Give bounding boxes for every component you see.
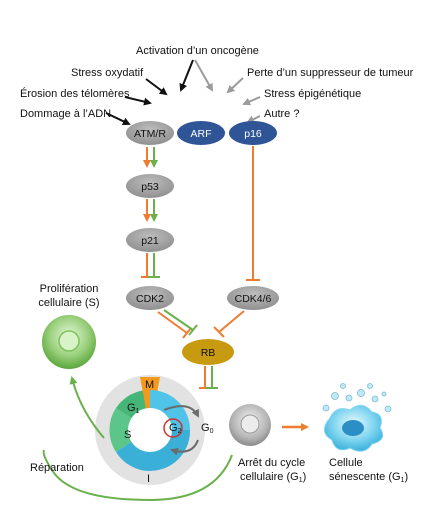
cycle-g2-label: G2 <box>169 422 182 435</box>
arrow-oncogene-arf <box>194 59 213 92</box>
cycle-m-label: M <box>145 379 154 391</box>
inhibit-cdk2-rb-green-bar <box>188 324 198 336</box>
arrest-label-1: Arrêt du cycle <box>238 457 305 469</box>
cell-cycle-wheel: M G1 S I G2 G0 <box>95 375 214 485</box>
inhibit-cdk2-rb-orange <box>157 311 188 334</box>
arrow-from-g0 <box>170 439 199 456</box>
inhibit-cdk46-rb <box>218 310 245 333</box>
senescent-label-2: sénescente (G1) <box>329 471 408 484</box>
g2-checkpoint-ring <box>163 418 183 438</box>
arrow-telomere <box>124 96 152 106</box>
inhibit-cdk2-rb-orange-bar <box>182 327 192 339</box>
inhibit-cdk2-rb-green <box>163 309 194 331</box>
cycle-i-label: I <box>147 473 150 485</box>
node-p53 <box>126 174 174 198</box>
cycle-s-label: S <box>124 429 131 441</box>
arrow-dna <box>105 112 131 126</box>
arrow-oncogene-atm <box>179 59 194 92</box>
node-p21 <box>126 228 174 252</box>
stimulus-oncogene: Activation d’un oncogène <box>136 45 259 57</box>
node-rb-label: RB <box>201 347 216 359</box>
arrested-cell-nucleus <box>240 414 260 434</box>
arrest-label-2: cellulaire (G1) <box>240 471 306 484</box>
stimulus-other: Autre ? <box>264 108 299 120</box>
senescent-cell <box>322 383 392 452</box>
node-arf-label: ARF <box>191 128 212 140</box>
arrow-cycle-to-proliferation <box>69 376 105 439</box>
stimulus-epigenetic-stress: Stress épigénétique <box>264 88 361 100</box>
node-rb <box>182 339 234 365</box>
arrow-to-g0 <box>163 405 199 418</box>
proliferation-label-1: Prolifération <box>40 283 99 295</box>
stimulus-dna-damage: Dommage à l’ADN <box>20 108 111 120</box>
node-cdk2 <box>126 286 174 310</box>
node-p21-label: p21 <box>141 235 159 247</box>
node-cdk46 <box>227 286 279 310</box>
arrow-other <box>246 115 261 123</box>
arrow-oxidative <box>145 78 168 96</box>
stimulus-telomere-erosion: Érosion des télomères <box>20 87 130 100</box>
node-p16 <box>229 121 277 145</box>
node-p53-label: p53 <box>141 181 159 193</box>
arrow-epigenetic <box>242 96 261 106</box>
proliferating-cell-nucleus <box>58 330 80 352</box>
arrow-suppressor <box>226 77 244 94</box>
node-atm <box>126 121 174 145</box>
node-atm-label: ATM/R <box>134 128 166 140</box>
cycle-g0-label: G0 <box>201 422 214 435</box>
proliferation-label-2: cellulaire (S) <box>38 297 99 309</box>
cycle-g1-label: G1 <box>127 402 140 415</box>
node-p16-label: p16 <box>244 128 262 140</box>
node-cdk46-label: CDK4/6 <box>235 293 272 305</box>
arrow-repair <box>42 449 233 502</box>
inhibit-cdk46-rb-bar <box>213 326 225 338</box>
node-arf <box>177 121 225 145</box>
senescent-label-1: Cellule <box>329 457 363 469</box>
stimulus-oxidative-stress: Stress oxydatif <box>71 67 144 79</box>
repair-label: Réparation <box>30 462 84 474</box>
stimulus-tumor-suppressor-loss: Perte d’un suppresseur de tumeur <box>247 67 414 79</box>
node-cdk2-label: CDK2 <box>136 293 164 305</box>
